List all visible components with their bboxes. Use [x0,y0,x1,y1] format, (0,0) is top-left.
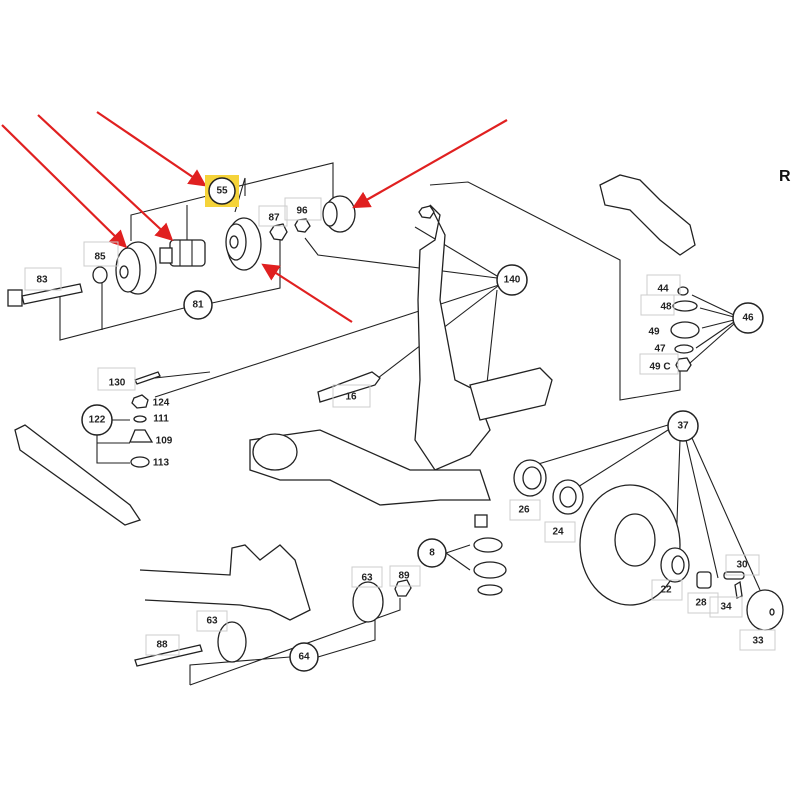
callout-8[interactable]: 8 [429,548,435,559]
callout-46[interactable]: 46 [742,313,754,324]
nut-49c-icon [675,357,692,372]
callout-96[interactable]: 96 [296,206,308,217]
cap-33-icon [746,589,784,631]
callout-33[interactable]: 33 [752,636,764,647]
bushing-center-icon [159,239,206,267]
subframe-icon [139,544,311,621]
washer-113-icon [130,456,150,468]
callout-113[interactable]: 113 [153,458,170,469]
callout-130[interactable]: 130 [109,378,126,389]
callout-111[interactable]: 111 [153,414,169,425]
callout-49c[interactable]: 49 C [649,362,670,373]
callout-63-right[interactable]: 63 [361,573,373,584]
bearing-24-icon [552,479,584,515]
nut-87-icon [269,223,288,241]
callout-63-left[interactable]: 63 [206,616,218,627]
nut-top-icon [418,205,435,219]
bushing-63a-icon [352,581,384,623]
bushing-far-right-icon [322,195,356,233]
corner-letter: R [779,168,791,185]
washer-48-icon [672,300,698,312]
callout-87[interactable]: 87 [268,213,280,224]
callout-124[interactable]: 124 [153,398,170,409]
steering-knuckle-icon [414,204,491,471]
callout-55-circle [208,177,236,205]
callout-49[interactable]: 49 [648,327,660,338]
red-arrows [1,111,508,323]
bearing-22-icon [660,547,690,583]
callout-89[interactable]: 89 [398,571,410,582]
brake-disc-icon [579,484,681,606]
upper-joint-icon [599,174,696,256]
bushing-left-icon [115,241,157,295]
callout-28[interactable]: 28 [695,598,707,609]
callout-30[interactable]: 30 [736,560,748,571]
seal-26-icon [513,459,547,497]
callout-26[interactable]: 26 [518,505,530,516]
mount-49-icon [670,321,700,339]
washer-85-icon [92,266,108,284]
callout-16[interactable]: 16 [345,392,357,403]
castle-nut-124-icon [131,394,149,409]
callout-22[interactable]: 22 [660,585,672,596]
rubber-mount-8-icon [473,514,507,596]
callout-81[interactable]: 81 [192,300,204,311]
lower-control-arm-icon [249,429,491,506]
callout-109[interactable]: 109 [156,436,173,447]
callout-37[interactable]: 37 [677,421,689,432]
callout-34[interactable]: 34 [720,602,732,613]
callout-64[interactable]: 64 [298,652,310,663]
tie-rod-icon [14,424,142,526]
callout-48[interactable]: 48 [660,302,672,313]
callouts: 55 85 83 81 87 96 140 130 124 122 111 10… [24,168,791,672]
callout-24[interactable]: 24 [552,527,564,538]
bushing-63b-icon [217,621,247,663]
washer-47-icon [674,344,694,354]
bolt-83-icon [7,283,83,307]
callout-83[interactable]: 83 [36,275,48,286]
callout-122[interactable]: 122 [89,415,106,426]
boot-109-icon [129,429,154,443]
nut-28-icon [696,571,712,589]
callout-44[interactable]: 44 [657,284,669,295]
callout-47[interactable]: 47 [654,344,666,355]
bushing-right-icon [225,217,262,271]
washer-111-icon [133,415,147,423]
callout-55[interactable]: 55 [216,186,228,197]
washer-34-icon [734,580,743,599]
callout-85[interactable]: 85 [94,252,106,263]
arm-bushing-icon [252,433,298,471]
parts [7,174,784,667]
stabilizer-tube-icon [469,367,553,421]
nut-96-icon [294,218,311,233]
cotter-pin-130-icon [134,371,161,385]
callout-140[interactable]: 140 [504,275,521,286]
nut-89-icon [394,579,412,597]
callout-88[interactable]: 88 [156,640,168,651]
